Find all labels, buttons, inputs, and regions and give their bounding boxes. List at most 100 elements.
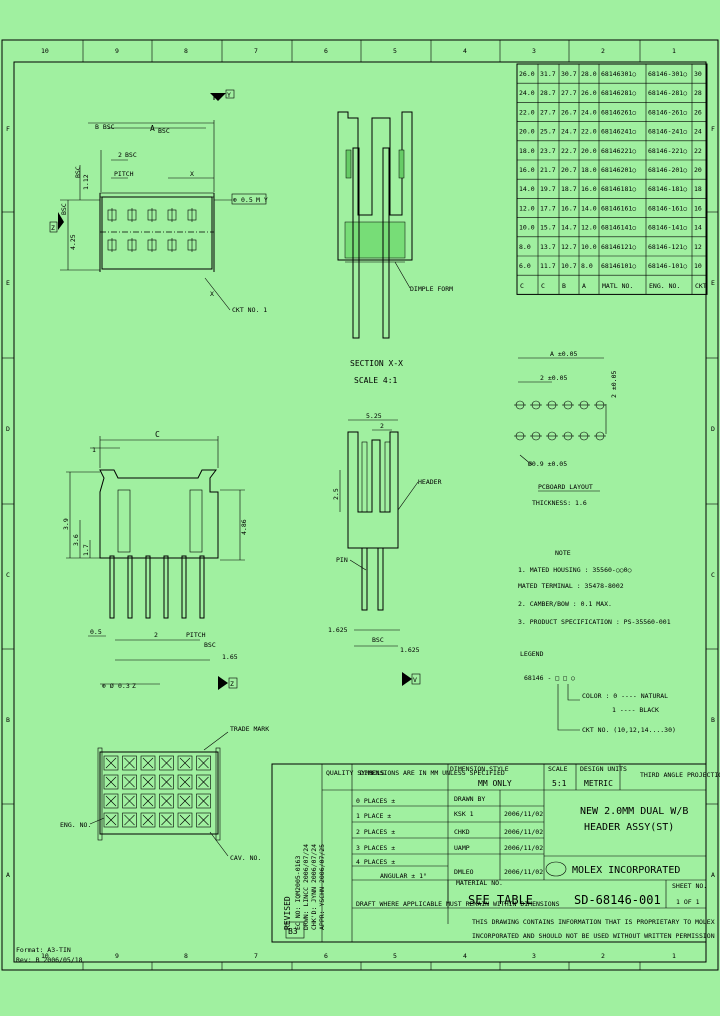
column-label: 10 (41, 952, 49, 960)
table-cell: 27.7 (561, 89, 577, 97)
pcb-layout-label: PCBOARD LAYOUT (538, 483, 593, 491)
revised-label: REVISED (283, 896, 292, 930)
row-label: E (6, 279, 10, 287)
notes-title: NOTE (555, 549, 571, 557)
outer-frame (1, 39, 719, 971)
table-cell: 26.7 (561, 108, 577, 116)
date-3: 2006/11/02 (504, 844, 543, 852)
table-header: B (562, 282, 566, 290)
table-cell: 24.0 (581, 108, 597, 116)
section-scale: SCALE 4:1 (354, 376, 398, 385)
rev-line-2: DRWN: LINCC 2006/07/24 (302, 844, 310, 930)
column-label: 7 (254, 47, 258, 55)
table-cell: 16.0 (581, 185, 597, 193)
table-cell: 68146-201○ (648, 166, 687, 174)
table-cell: 16.0 (519, 166, 535, 174)
position-symbol: ⊕ (233, 196, 237, 204)
column-label: 2 (601, 47, 605, 55)
proprietary-1: THIS DRAWING CONTAINS INFORMATION THAT I… (472, 918, 715, 926)
pcb-hole-dia: Ø0.9 ±0.05 (528, 460, 567, 468)
a-dim-label: A (150, 124, 155, 133)
legend-color-2: 1 ---- BLACK (612, 706, 659, 714)
table-cell: 24.0 (519, 89, 535, 97)
quality-symbols: QUALITY SYMBOLS (326, 769, 385, 777)
table-cell: 10.0 (519, 224, 535, 232)
table-cell: 20.0 (581, 147, 597, 155)
dimple-form-label: DIMPLE FORM (410, 285, 453, 293)
table-cell: 68146-121○ (648, 243, 687, 251)
legend-code: 68146 - □ □ ○ (524, 674, 575, 682)
b-bsc-label: B BSC (95, 123, 115, 131)
column-label: 8 (184, 952, 188, 960)
hole-symbol: ⊕ Ø (102, 682, 114, 690)
height-39: 3.9 (62, 518, 70, 530)
bsc-front: BSC (204, 641, 216, 649)
table-cell: 68146-181○ (648, 185, 687, 193)
column-label: 1 (672, 952, 676, 960)
table-header: CKT (695, 282, 707, 290)
pcb-thickness: THICKNESS: 1.6 (532, 499, 587, 507)
table-cell: 26 (694, 108, 702, 116)
rev-line-4: APPR: YSCHN 2006/07/25 (318, 844, 326, 930)
table-cell: 18.0 (581, 166, 597, 174)
title-line-2: HEADER ASSY(ST) (584, 822, 674, 833)
table-cell: 68146-141○ (648, 224, 687, 232)
tol-2: 2 PLACES ± (356, 828, 395, 836)
document-number: SD-68146-001 (574, 893, 661, 907)
table-cell: 21.7 (540, 166, 556, 174)
legend: LEGEND 68146 - □ □ ○ COLOR : 0 ---- NATU… (520, 650, 676, 734)
top-view: Y A BSC B BSC 2 BSC PITCH X 1.12 BSC 4.2… (49, 89, 268, 314)
c-dim-label: C (155, 430, 160, 439)
bsc-side: BSC (372, 636, 384, 644)
table-cell: 24.7 (561, 128, 577, 136)
material-value: SEE TABLE (468, 893, 533, 907)
offset-1625: 1.625 (328, 626, 348, 634)
pitch-label: PITCH (114, 170, 134, 178)
table-header: ENG. NO. (649, 282, 680, 290)
table-cell: 13.7 (540, 243, 556, 251)
hole-ref: Z (132, 682, 136, 690)
table-cell: 20.0 (519, 128, 535, 136)
table-cell: 12.0 (581, 224, 597, 232)
table-cell: 68146-261○ (648, 108, 687, 116)
column-label: 4 (463, 952, 467, 960)
notes: NOTE 1. MATED HOUSING : 35560-○○0○ MATED… (518, 549, 671, 626)
dims-in-mm: DIMENSIONS ARE IN MM UNLESS SPECIFIED (360, 769, 505, 777)
position-ref: M Y (256, 196, 268, 204)
table-cell: 22.0 (581, 128, 597, 136)
table-cell: 18 (694, 185, 702, 193)
row-label: A (711, 871, 715, 879)
datum-z-2: Z (230, 680, 234, 688)
height-486: 4.86 (240, 519, 248, 535)
drawn-by: KSK 1 (454, 810, 474, 818)
company-name: MOLEX INCORPORATED (572, 865, 680, 876)
pin-label: PIN (336, 556, 348, 564)
dim-style: MM ONLY (478, 779, 512, 788)
table-cell: 68146221○ (601, 147, 636, 155)
table-cell: 68146-301○ (648, 70, 687, 78)
sheet-value: 1 OF 1 (676, 898, 700, 906)
table-cell: 68146301○ (601, 70, 636, 78)
column-label: 2 (601, 952, 605, 960)
section-x-mark: X (190, 170, 194, 178)
table-cell: 8.0 (581, 262, 593, 270)
table-cell: 10.7 (561, 262, 577, 270)
side-pitch-2: 2 (380, 422, 384, 430)
legend-color: COLOR : 0 ---- NATURAL (582, 692, 668, 700)
row-label: E (711, 279, 715, 287)
table-cell: 11.7 (540, 262, 556, 270)
row-label: D (6, 425, 10, 433)
table-cell: 20.7 (561, 166, 577, 174)
inner-frame (13, 61, 707, 963)
datum-y: Y (227, 91, 231, 99)
table-cell: 68146261○ (601, 108, 636, 116)
table-header: C (541, 282, 545, 290)
table-cell: 68146181○ (601, 185, 636, 193)
rev-letter: B3 (288, 927, 298, 936)
table-cell: 30.7 (561, 70, 577, 78)
molex-logo (545, 861, 567, 877)
table-cell: 8.0 (519, 243, 531, 251)
table-cell: 22.0 (519, 108, 535, 116)
row-label: C (6, 571, 10, 579)
